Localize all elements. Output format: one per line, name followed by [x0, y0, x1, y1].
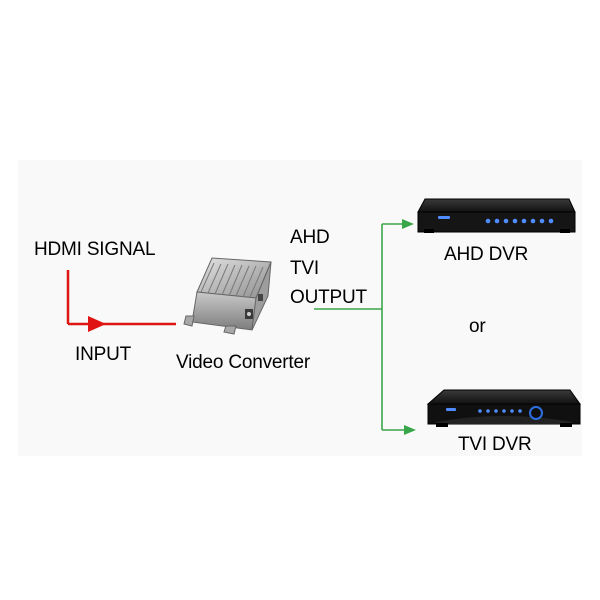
input-arrow — [68, 270, 176, 332]
input-label: INPUT — [75, 344, 131, 366]
output-arrowhead-tvi — [404, 425, 416, 435]
output-arrowhead-ahd — [402, 219, 414, 229]
output-label: OUTPUT — [290, 287, 367, 309]
or-label: or — [469, 316, 486, 338]
input-arrowhead — [88, 316, 106, 332]
video-converter-label: Video Converter — [176, 352, 310, 374]
ahd-dvr-icon — [418, 199, 575, 233]
video-converter-icon — [184, 258, 271, 334]
ahd-dvr-label: AHD DVR — [444, 244, 528, 266]
hdmi-signal-label: HDMI SIGNAL — [34, 239, 155, 261]
tvi-output-label: TVI — [290, 258, 319, 280]
ahd-output-label: AHD — [290, 227, 330, 249]
output-connector — [314, 219, 416, 435]
tvi-dvr-icon — [428, 390, 580, 427]
tvi-dvr-label: TVI DVR — [458, 434, 532, 456]
